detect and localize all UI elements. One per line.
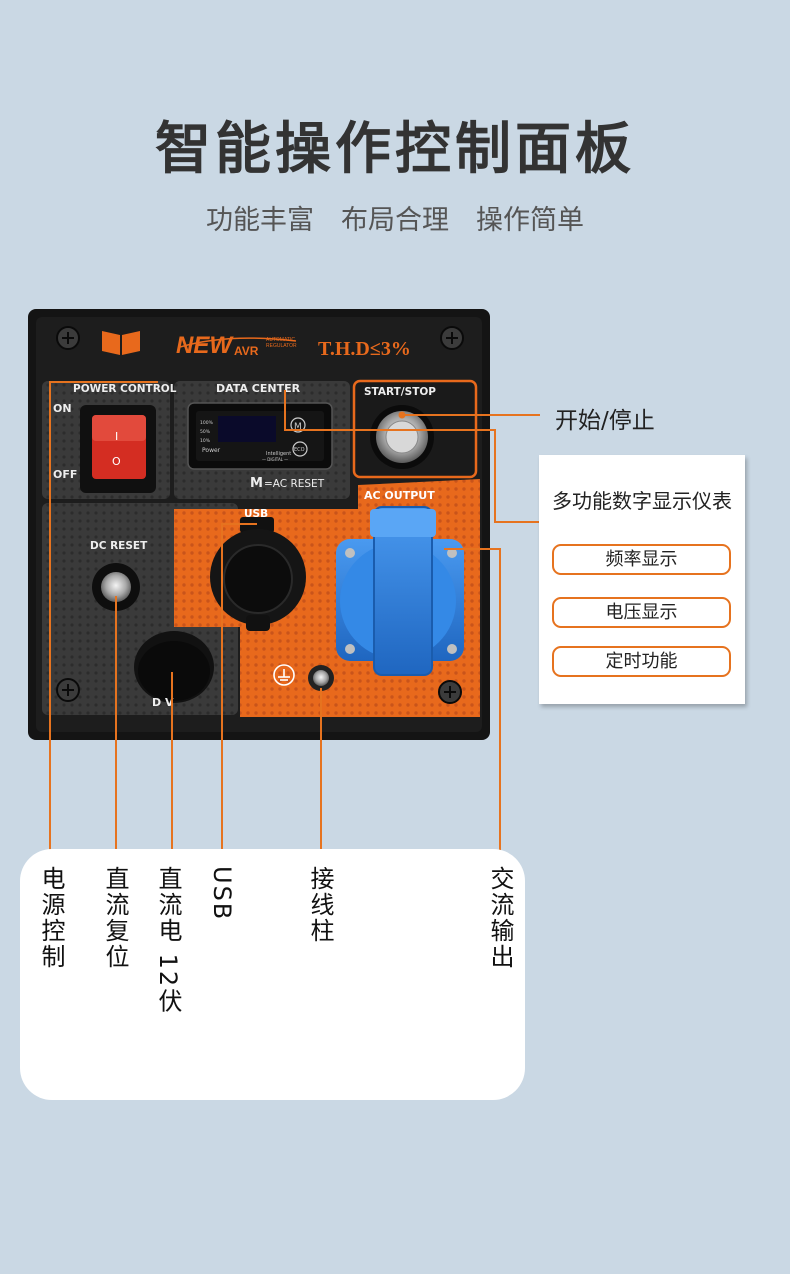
feature-voltage: 电压显示 bbox=[552, 597, 731, 628]
svg-text:START/STOP: START/STOP bbox=[364, 386, 436, 398]
svg-text:DC RESET: DC RESET bbox=[90, 540, 148, 552]
svg-text:POWER CONTROL: POWER CONTROL bbox=[73, 383, 177, 395]
svg-text:AC OUTPUT: AC OUTPUT bbox=[364, 489, 435, 502]
svg-text:ON: ON bbox=[53, 402, 72, 415]
svg-text:T.H.D≤3%: T.H.D≤3% bbox=[318, 338, 411, 360]
svg-text:ECO: ECO bbox=[294, 447, 305, 453]
svg-text:M: M bbox=[250, 476, 263, 491]
display-meter-card: 多功能数字显示仪表 频率显示 电压显示 定时功能 bbox=[539, 455, 745, 704]
svg-text:Power: Power bbox=[202, 447, 221, 454]
svg-text:=AC RESET: =AC RESET bbox=[264, 478, 325, 490]
svg-text:M: M bbox=[294, 422, 302, 432]
svg-text:— DIGITAL —: — DIGITAL — bbox=[262, 457, 288, 462]
label-usb: USB bbox=[208, 866, 236, 922]
svg-text:AUTOMATIC: AUTOMATIC bbox=[266, 337, 295, 343]
svg-text:REGULATOR: REGULATOR bbox=[266, 343, 297, 349]
callout-start-stop: 开始/停止 bbox=[555, 408, 655, 434]
control-panel-image: NEW AVR AUTOMATIC REGULATOR T.H.D≤3% POW… bbox=[28, 309, 490, 740]
svg-text:50%: 50% bbox=[200, 429, 211, 435]
svg-text:100%: 100% bbox=[200, 420, 214, 426]
label-ac-output: 交流输出 bbox=[486, 866, 514, 970]
label-dc-12v: 直流电 12伏 bbox=[154, 866, 182, 1015]
svg-text:Intelligent: Intelligent bbox=[266, 451, 291, 457]
page-title: 智能操作控制面板 bbox=[155, 117, 635, 182]
svg-text:10%: 10% bbox=[200, 438, 211, 444]
label-power-control: 电源控制 bbox=[37, 866, 65, 970]
page-subtitle: 功能丰富 布局合理 操作简单 bbox=[206, 205, 584, 236]
svg-text:O: O bbox=[112, 455, 121, 468]
label-dc-reset: 直流复位 bbox=[101, 866, 129, 970]
display-meter-title: 多功能数字显示仪表 bbox=[552, 489, 732, 513]
svg-text:I: I bbox=[115, 430, 118, 443]
svg-text:AVR: AVR bbox=[234, 344, 259, 358]
svg-text:DATA CENTER: DATA CENTER bbox=[216, 382, 301, 395]
svg-text:D V: D V bbox=[152, 696, 174, 709]
label-terminal-post: 接线柱 bbox=[306, 866, 334, 944]
legend-box bbox=[20, 849, 525, 1100]
svg-text:OFF: OFF bbox=[53, 468, 77, 481]
feature-frequency: 频率显示 bbox=[552, 544, 731, 575]
feature-timer: 定时功能 bbox=[552, 646, 731, 677]
